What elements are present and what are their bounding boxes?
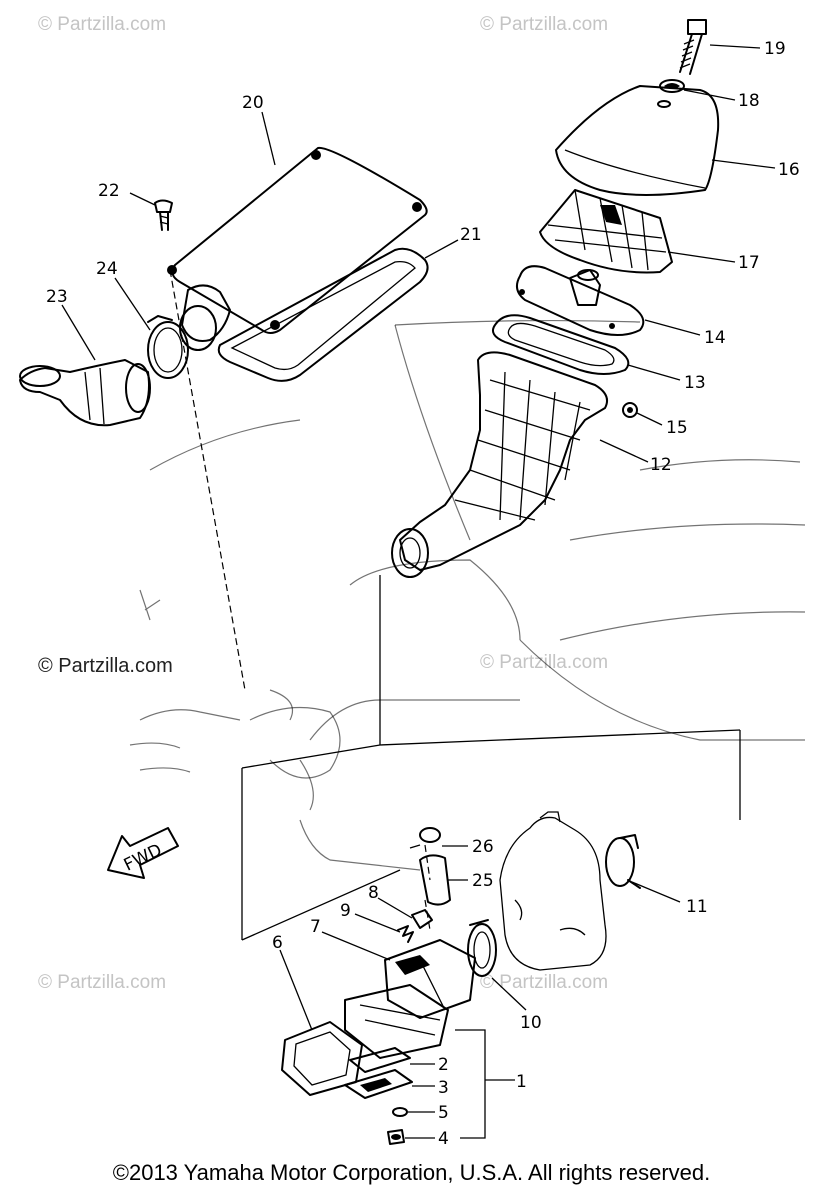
part-12-duct — [391, 351, 608, 578]
part-3 — [344, 1069, 413, 1099]
callout-4: 4 — [438, 1129, 449, 1149]
part-11-clamp — [605, 834, 641, 889]
fwd-label: FWD — [121, 840, 165, 875]
hull-outline — [129, 319, 806, 871]
leader-lines — [61, 44, 776, 1139]
part-2 — [349, 1047, 411, 1073]
callout-15: 15 — [666, 418, 688, 438]
callout-7: 7 — [310, 917, 321, 937]
callout-10: 10 — [520, 1013, 542, 1033]
watermark: © Partzilla.com — [38, 655, 173, 677]
part-17-screen — [539, 189, 673, 274]
callout-19: 19 — [764, 39, 786, 59]
callout-14: 14 — [704, 328, 726, 348]
part-20-lid — [167, 146, 428, 351]
callout-22: 22 — [98, 181, 120, 201]
part-8 — [411, 909, 433, 929]
part-24-clamp — [147, 315, 189, 379]
engine-outline — [499, 811, 607, 971]
callout-12: 12 — [650, 455, 672, 475]
watermark-group: © Partzilla.com © Partzilla.com © Partzi… — [38, 14, 608, 993]
callout-25: 25 — [472, 871, 494, 891]
copyright-footer: ©2013 Yamaha Motor Corporation, U.S.A. A… — [112, 1160, 711, 1185]
callout-1: 1 — [516, 1072, 527, 1092]
part-22-screw — [154, 199, 173, 231]
part-25-tube — [419, 854, 451, 906]
callout-5: 5 — [438, 1103, 449, 1123]
reed-valve — [344, 984, 449, 1059]
watermark: © Partzilla.com — [480, 972, 608, 993]
callout-11: 11 — [686, 897, 708, 917]
callout-2: 2 — [438, 1055, 449, 1075]
callout-23: 23 — [46, 287, 68, 307]
part-7-housing — [384, 939, 476, 1019]
callout-9: 9 — [340, 901, 351, 921]
callout-16: 16 — [778, 160, 800, 180]
part-26-cap — [409, 827, 441, 849]
callout-13: 13 — [684, 373, 706, 393]
part-19-bolt — [679, 19, 707, 75]
callout-8: 8 — [368, 883, 379, 903]
part-14-plate — [515, 265, 645, 336]
callout-3: 3 — [438, 1078, 449, 1098]
callout-24: 24 — [96, 259, 118, 279]
part-5-washer — [392, 1107, 408, 1117]
part-13-gasket — [492, 314, 630, 375]
part-18-washer — [659, 79, 685, 93]
callout-21: 21 — [460, 225, 482, 245]
part-16-cover — [555, 85, 720, 196]
callout-18: 18 — [738, 91, 760, 111]
callout-17: 17 — [738, 253, 760, 273]
assembly-lines — [169, 269, 741, 941]
watermark: © Partzilla.com — [38, 972, 166, 993]
watermark: © Partzilla.com — [480, 14, 608, 35]
part-23-elbow — [19, 359, 151, 427]
part-21-seal — [217, 247, 429, 382]
part-9-spring — [397, 925, 414, 943]
watermark: © Partzilla.com — [38, 14, 166, 35]
callout-6: 6 — [272, 933, 283, 953]
callout-labels: 1 2 3 4 5 6 7 8 9 10 11 12 13 14 15 16 1… — [46, 39, 800, 1149]
callout-20: 20 — [242, 93, 264, 113]
part-15-nut — [622, 402, 638, 418]
part-10-clamp — [467, 919, 497, 977]
part-4-screw — [387, 1129, 405, 1145]
fwd-arrow-icon: FWD — [107, 827, 179, 879]
callout-26: 26 — [472, 837, 494, 857]
